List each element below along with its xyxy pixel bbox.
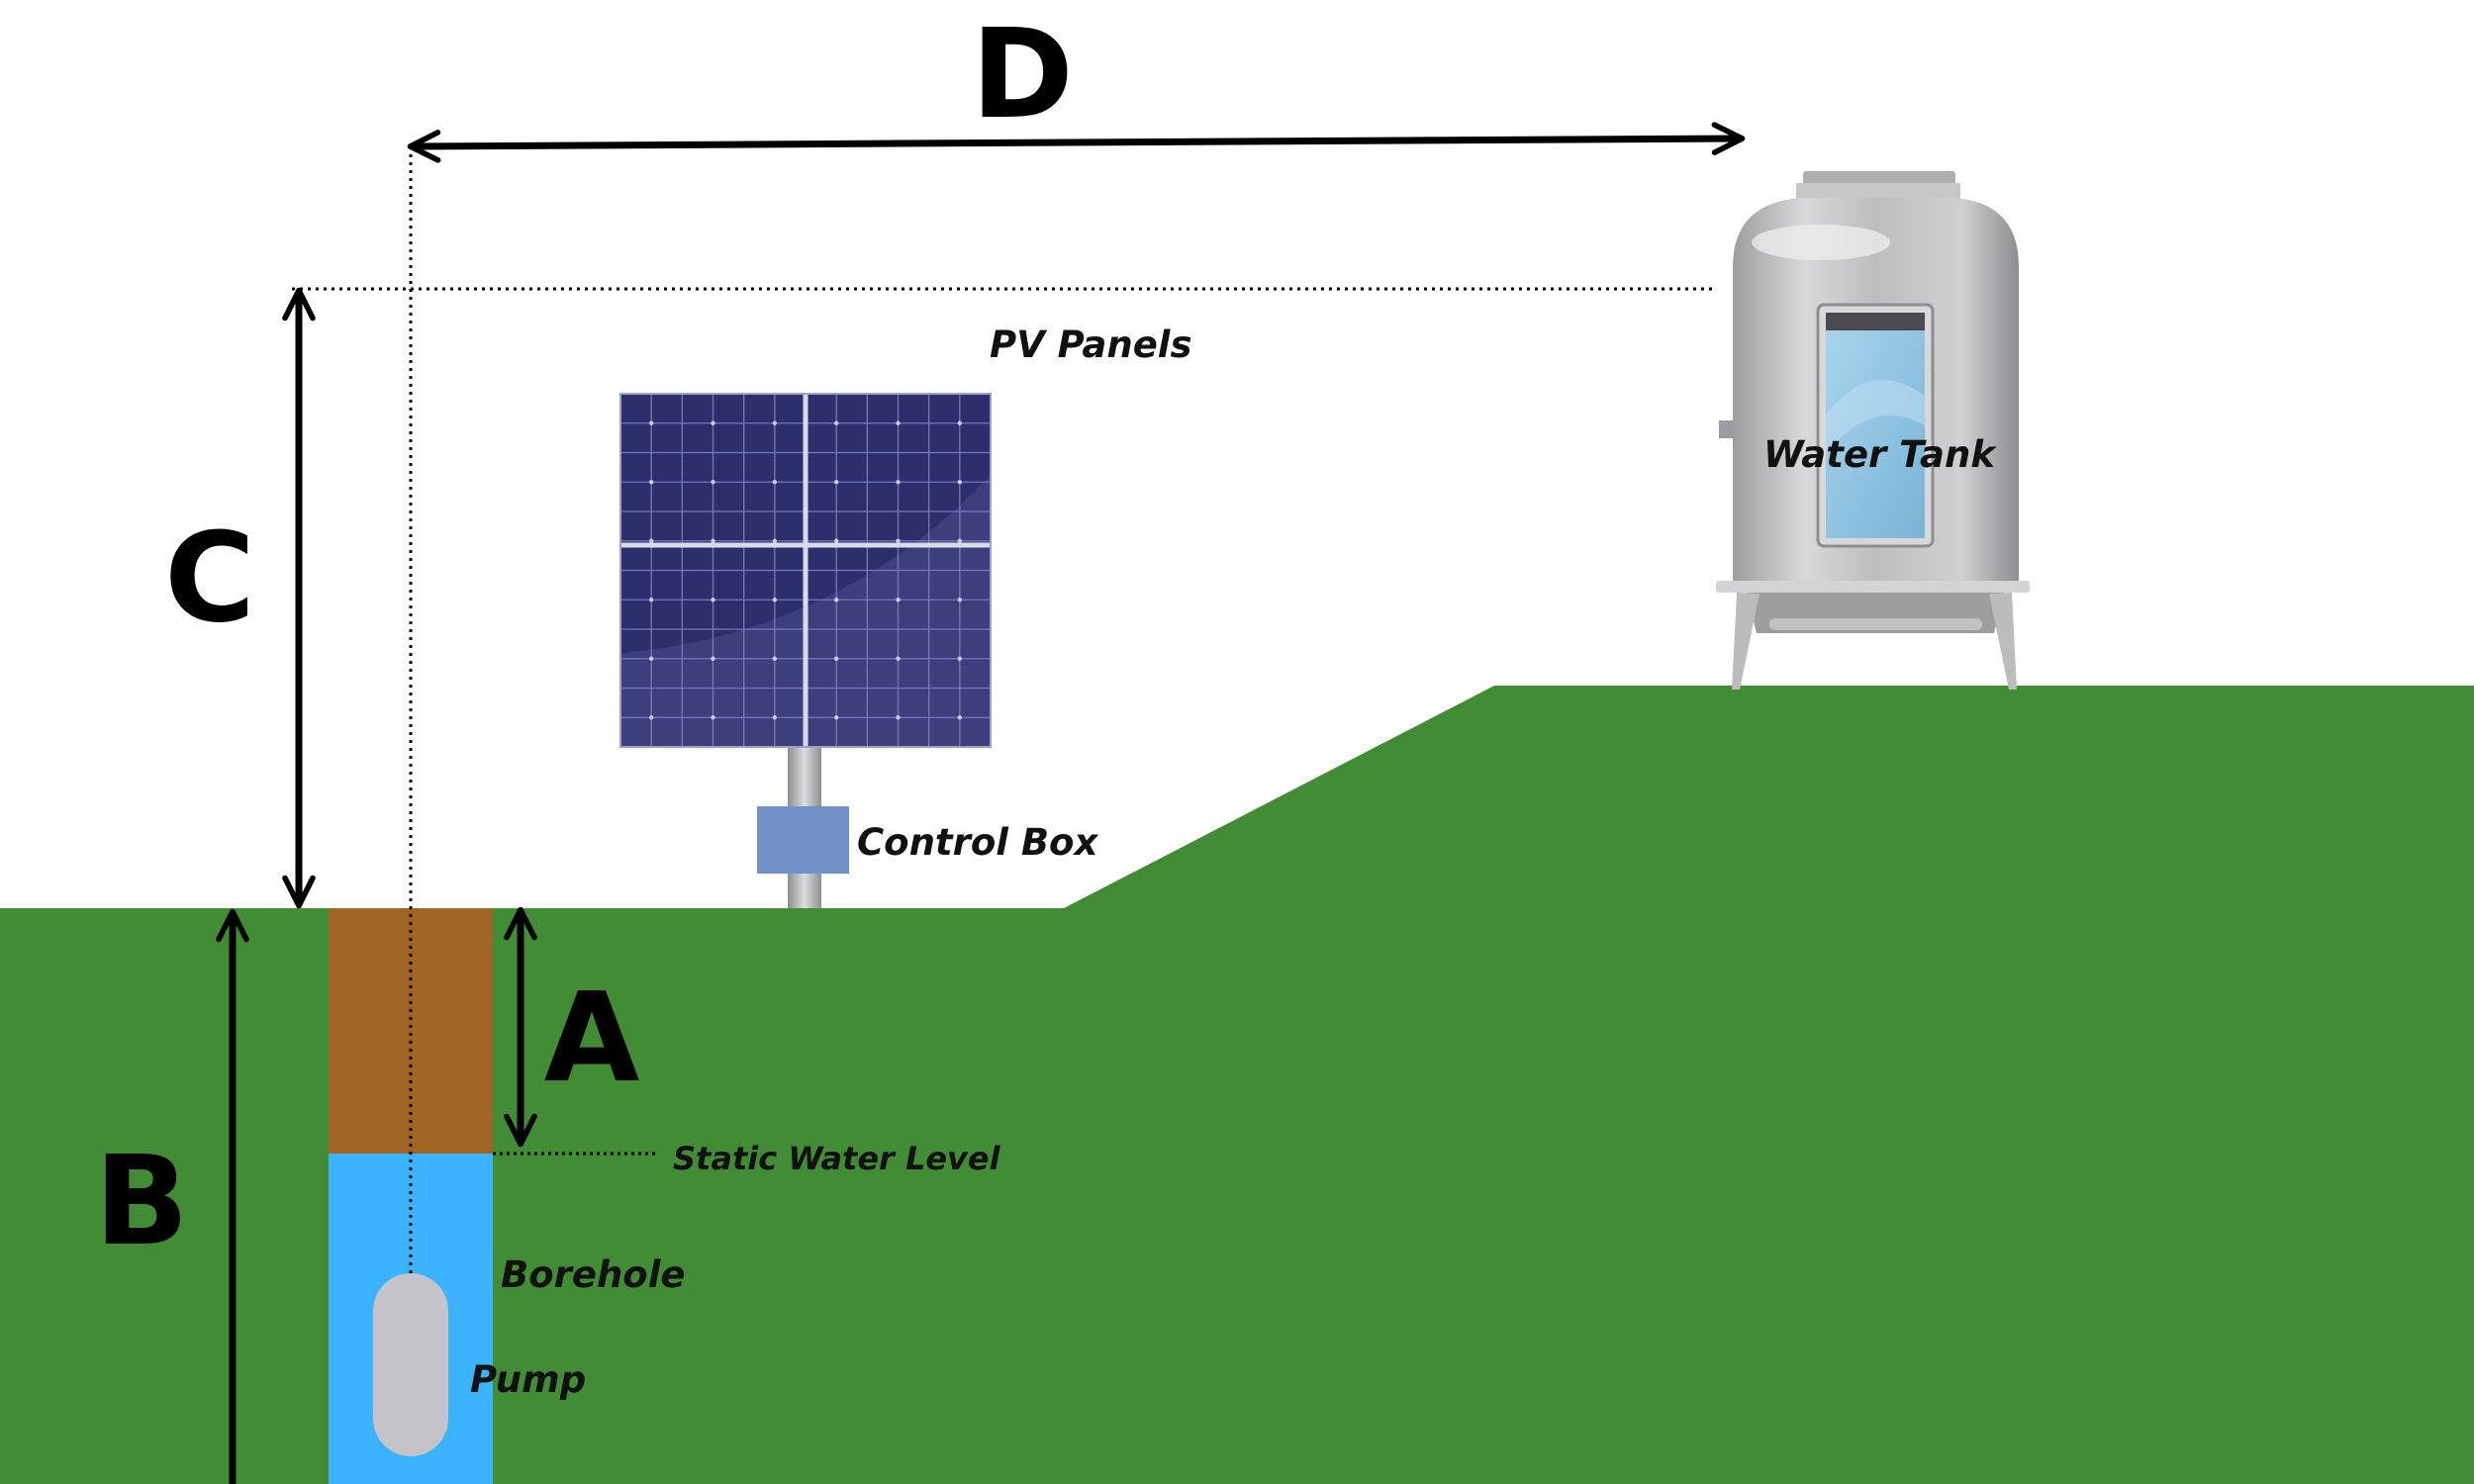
water-tank-label: Water Tank [1763, 433, 1997, 476]
pump [373, 1273, 448, 1456]
control-box [757, 806, 849, 874]
static-water-level-label: Static Water Level [673, 1140, 1001, 1177]
dimension-c-label: C [164, 507, 255, 650]
ground [0, 686, 2474, 1484]
water-tank [1716, 171, 2030, 690]
pv-panels-label: PV Panels [990, 324, 1192, 366]
dimension-b-label: B [94, 1130, 188, 1273]
soil-column [329, 908, 493, 1154]
pump-label: Pump [470, 1358, 586, 1401]
control-box-label: Control Box [857, 821, 1098, 864]
dimension-d-label: D [971, 3, 1074, 146]
pv-panel [619, 393, 992, 748]
dimension-a-label: A [544, 967, 640, 1110]
dimension-d-arrow [407, 122, 1746, 163]
borehole-label: Borehole [501, 1253, 686, 1296]
